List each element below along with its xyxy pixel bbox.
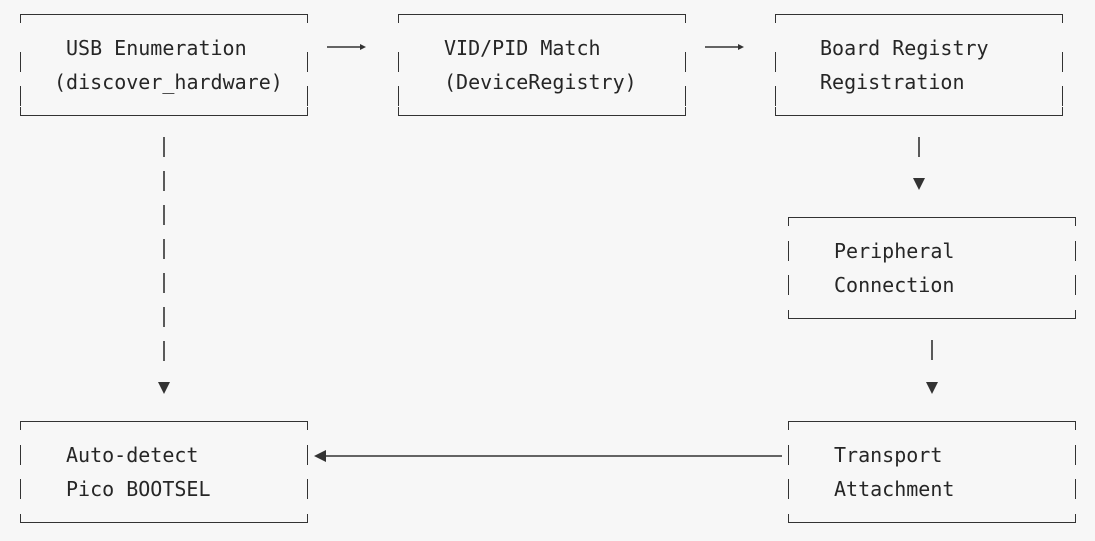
vid-pid-match-node: VID/PID Match (DeviceRegistry)	[398, 14, 686, 116]
node-label-line2: Pico BOOTSEL	[66, 477, 211, 501]
box-top-border	[788, 217, 1076, 226]
box-top-border	[20, 421, 308, 430]
box-bottom-border	[788, 310, 1076, 319]
node-label-line1: Auto-detect	[66, 443, 199, 467]
peripheral-connection-node: Peripheral Connection	[788, 217, 1076, 319]
box-side-bar	[788, 445, 789, 465]
arrowhead-right-icon	[738, 44, 744, 50]
node-label-line2: (DeviceRegistry)	[444, 70, 637, 94]
arrowhead-down-icon	[926, 382, 938, 394]
box-side-bar	[20, 479, 21, 499]
box-side-bar	[1075, 479, 1076, 499]
box-side-bar	[788, 241, 789, 261]
arrowhead-right-icon	[360, 44, 366, 50]
box-bottom-border	[20, 514, 308, 523]
box-bottom-border	[788, 514, 1076, 523]
box-side-bar	[20, 445, 21, 465]
node-label-line1: Board Registry	[820, 36, 989, 60]
arrowhead-down-icon	[913, 178, 925, 190]
box-side-bar	[775, 86, 776, 106]
transport-attachment-node: Transport Attachment	[788, 421, 1076, 523]
box-top-border	[775, 14, 1063, 23]
box-side-bar	[307, 86, 308, 106]
box-side-bar	[685, 86, 686, 106]
box-bottom-border	[398, 107, 686, 116]
box-side-bar	[1062, 86, 1063, 106]
box-side-bar	[775, 52, 776, 72]
box-side-bar	[1075, 241, 1076, 261]
node-label-line2: Connection	[834, 273, 955, 297]
node-label-line1: Transport	[834, 443, 943, 467]
box-side-bar	[20, 52, 21, 72]
node-label-line2: Registration	[820, 70, 965, 94]
auto-detect-node: Auto-detect Pico BOOTSEL	[20, 421, 308, 523]
box-side-bar	[307, 52, 308, 72]
node-label-line1: VID/PID Match	[444, 36, 601, 60]
box-side-bar	[788, 275, 789, 295]
box-side-bar	[1075, 445, 1076, 465]
node-label-line1: Peripheral	[834, 239, 955, 263]
box-side-bar	[788, 479, 789, 499]
arrowhead-down-icon	[158, 382, 170, 394]
box-side-bar	[307, 479, 308, 499]
box-bottom-border	[20, 107, 308, 116]
box-side-bar	[307, 445, 308, 465]
usb-enumeration-node: USB Enumeration (discover_hardware)	[20, 14, 308, 116]
box-top-border	[20, 14, 308, 23]
arrowhead-left-icon	[314, 450, 326, 462]
board-registry-node: Board Registry Registration	[775, 14, 1063, 116]
box-side-bar	[1075, 275, 1076, 295]
box-top-border	[398, 14, 686, 23]
box-side-bar	[398, 86, 399, 106]
node-label-line2: (discover_hardware)	[54, 70, 283, 94]
node-label-line1: USB Enumeration	[66, 36, 247, 60]
box-side-bar	[685, 52, 686, 72]
box-side-bar	[1062, 52, 1063, 72]
box-bottom-border	[775, 107, 1063, 116]
box-side-bar	[20, 86, 21, 106]
box-side-bar	[398, 52, 399, 72]
node-label-line2: Attachment	[834, 477, 955, 501]
box-top-border	[788, 421, 1076, 430]
